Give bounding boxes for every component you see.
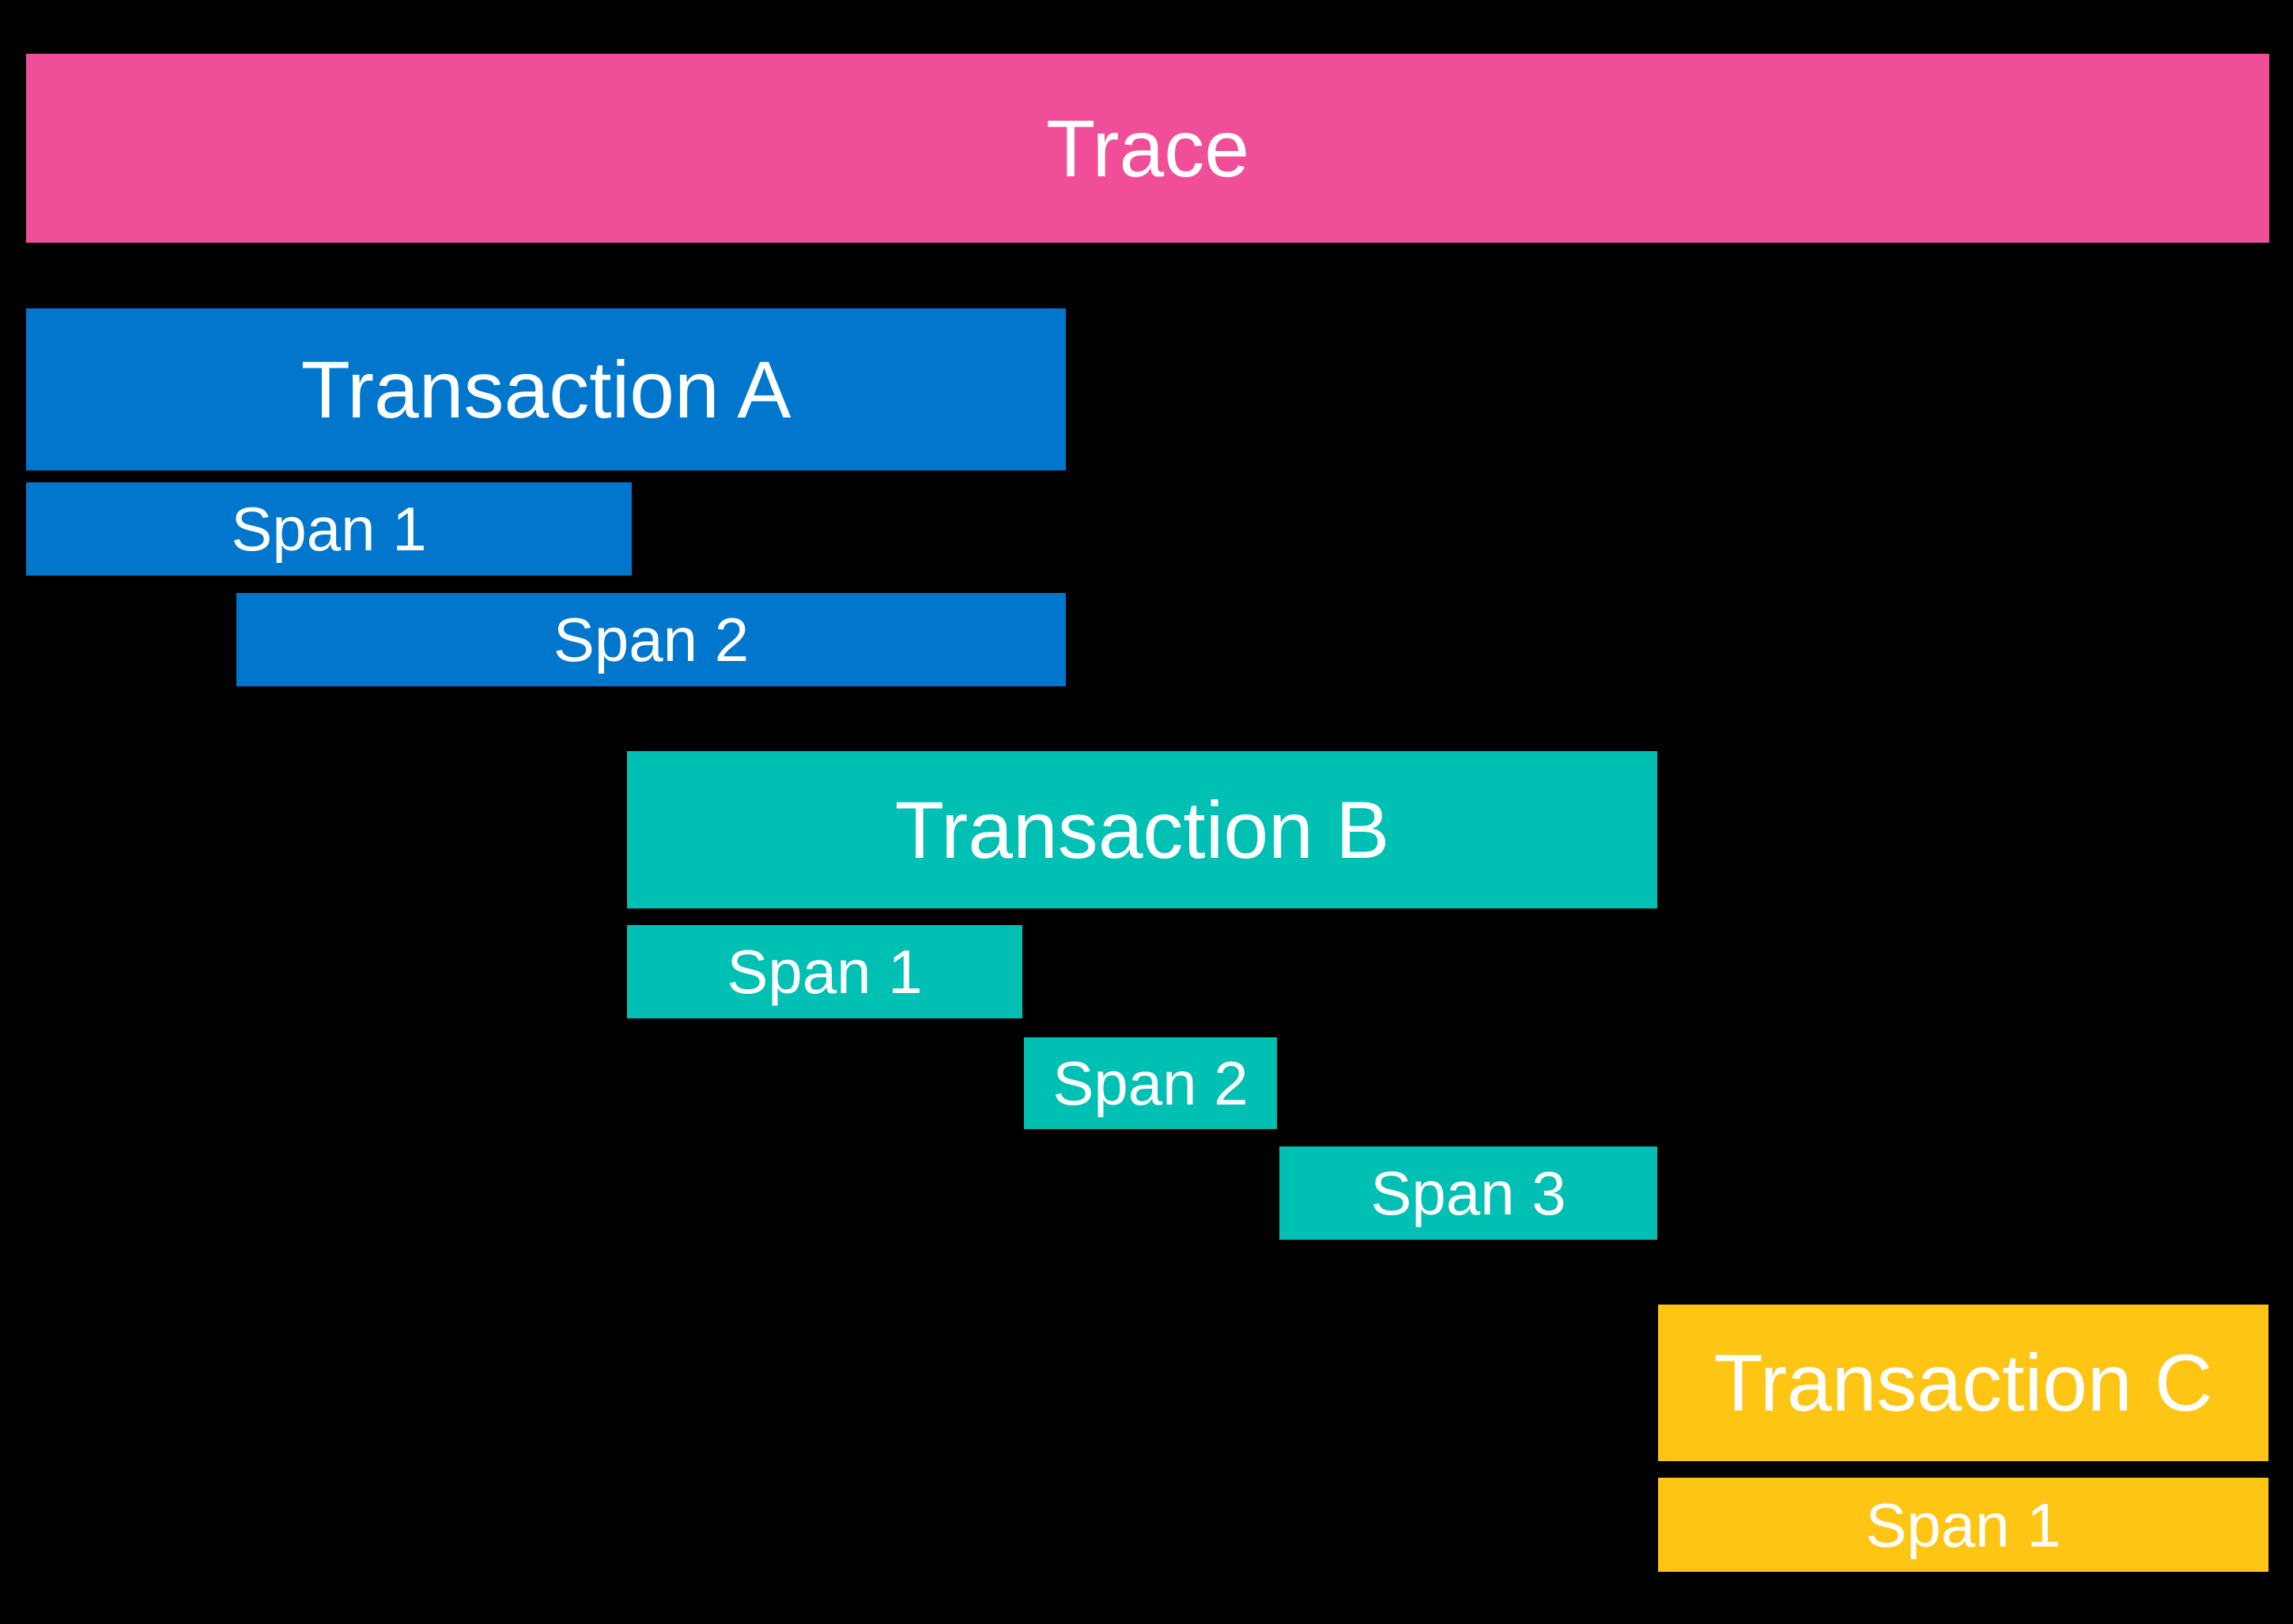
transaction-c-span-1-bar: Span 1	[1658, 1478, 2268, 1572]
transaction-b-span-1-bar-label: Span 1	[727, 937, 923, 1007]
transaction-a-bar-label: Transaction A	[300, 344, 791, 435]
transaction-a-span-2-bar-label: Span 2	[553, 605, 750, 674]
transaction-c-bar: Transaction C	[1658, 1305, 2268, 1461]
trace-bar-label: Trace	[1046, 103, 1249, 194]
transaction-a-bar: Transaction A	[26, 308, 1066, 470]
transaction-b-span-3-bar: Span 3	[1279, 1146, 1657, 1240]
transaction-c-span-1-bar-label: Span 1	[1865, 1490, 2061, 1560]
transaction-c-bar-label: Transaction C	[1713, 1338, 2213, 1428]
transaction-b-span-3-bar-label: Span 3	[1370, 1158, 1566, 1228]
transaction-b-bar-label: Transaction B	[894, 784, 1390, 875]
transaction-b-span-2-bar: Span 2	[1024, 1037, 1277, 1129]
transaction-b-span-2-bar-label: Span 2	[1052, 1048, 1248, 1118]
transaction-a-span-2-bar: Span 2	[236, 593, 1066, 686]
trace-bar: Trace	[26, 54, 2269, 243]
transaction-b-bar: Transaction B	[627, 751, 1657, 908]
transaction-b-span-1-bar: Span 1	[627, 925, 1022, 1018]
transaction-a-span-1-bar: Span 1	[26, 482, 632, 576]
transaction-a-span-1-bar-label: Span 1	[231, 494, 427, 564]
